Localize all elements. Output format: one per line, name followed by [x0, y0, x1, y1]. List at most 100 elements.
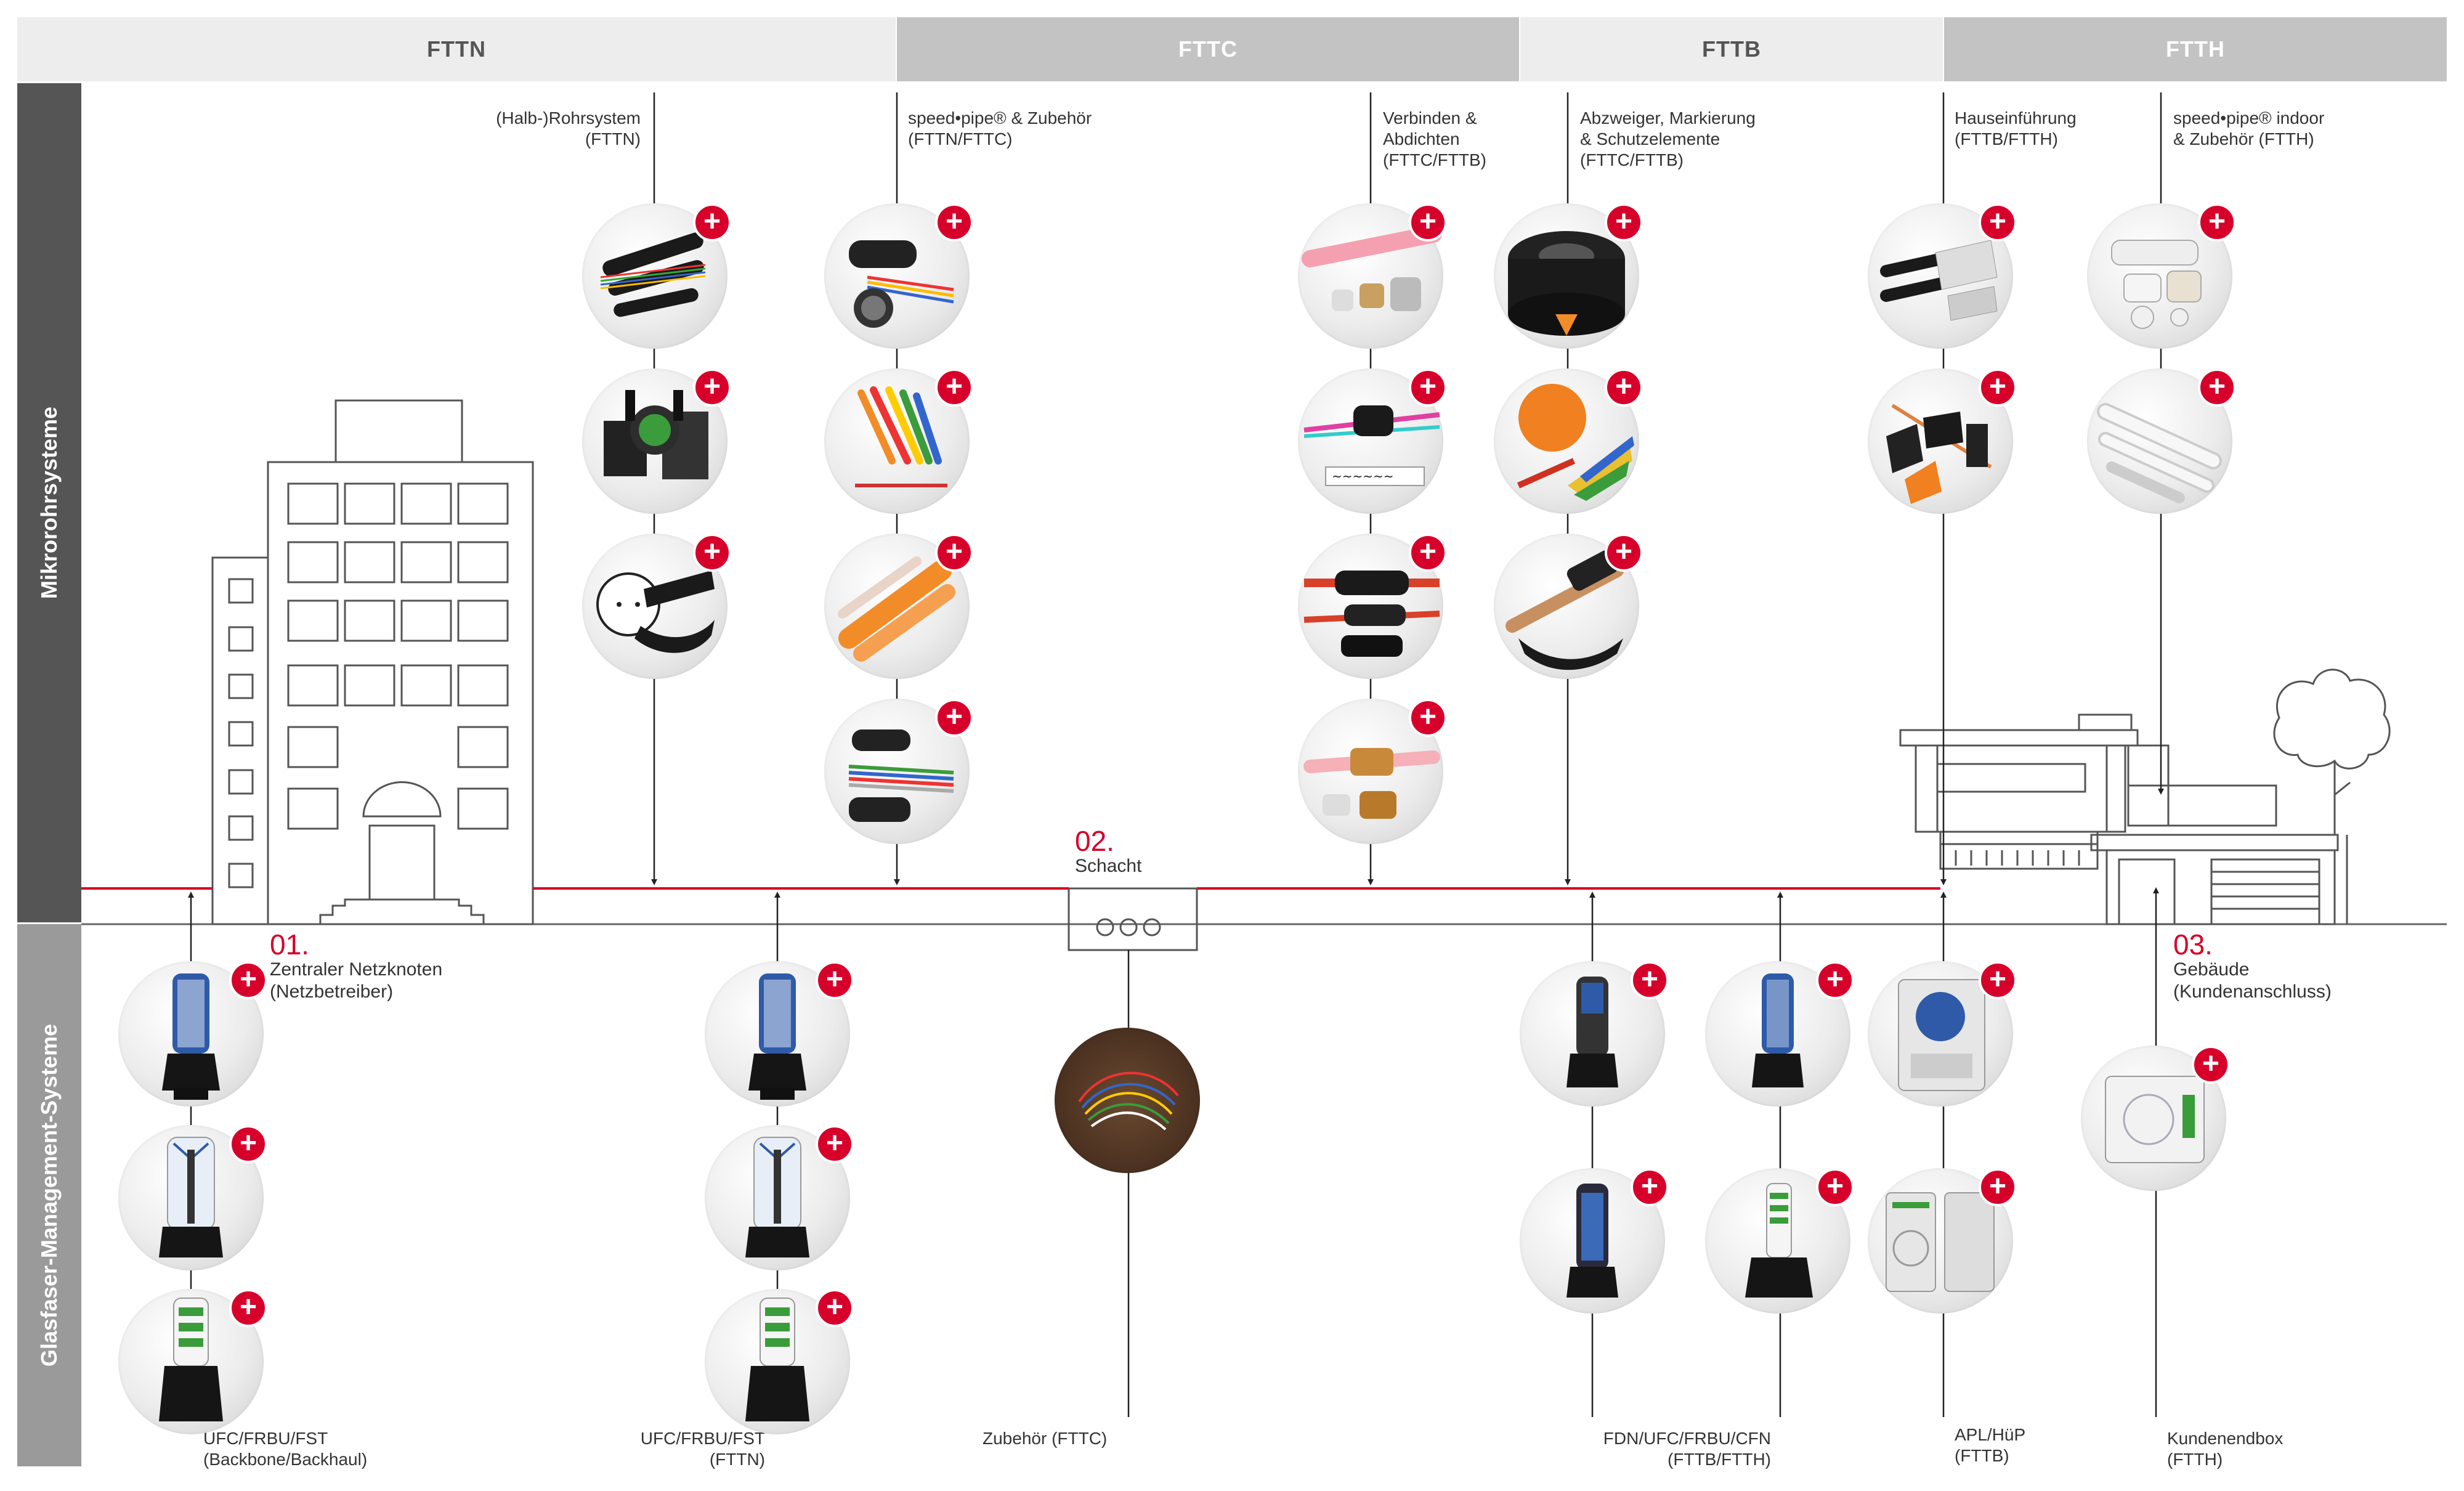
add-speedpipe-3-button[interactable]: + [935, 534, 973, 572]
add-halbrohr-2-button[interactable]: + [693, 368, 731, 407]
indoor-product-2[interactable]: + [2087, 368, 2236, 514]
schacht-product[interactable] [1055, 1028, 1200, 1173]
split-pipe-icon [596, 571, 715, 653]
add-verbinden-1-button[interactable]: + [1409, 203, 1447, 242]
abzweiger-product-3[interactable]: + [1494, 534, 1643, 679]
add-ufc2-2-button[interactable]: + [816, 1125, 854, 1163]
band-ftth[interactable]: FTTH [1944, 17, 2447, 81]
add-halbrohr-1-button[interactable]: + [693, 203, 731, 242]
add-verbinden-3-button[interactable]: + [1409, 534, 1447, 572]
white-pipes-icon [2097, 403, 2222, 503]
band-fttc[interactable]: FTTC [897, 17, 1519, 81]
label-kundenendbox: Kundenendbox (FTTH) [2167, 1429, 2284, 1469]
add-speedpipe-4-button[interactable]: + [935, 699, 973, 737]
clear-closure-icon [159, 1137, 223, 1257]
tray-closure-icon [1566, 1184, 1618, 1298]
add-indoor-1-button[interactable]: + [2198, 203, 2236, 242]
add-kundenendbox-button[interactable]: + [2192, 1046, 2230, 1084]
ufc2-product-1[interactable]: + [705, 961, 854, 1107]
verbinden-product-4[interactable]: + [1298, 699, 1447, 844]
band-fttn[interactable]: FTTN [17, 17, 896, 81]
add-hauseinfuehrung-2-button[interactable]: + [1979, 368, 2017, 407]
add-speedpipe-2-button[interactable]: + [935, 368, 973, 407]
halbrohr-product-3[interactable]: + [582, 534, 731, 679]
add-speedpipe-1-button[interactable]: + [935, 203, 973, 242]
splice-closure-icon [159, 1298, 223, 1421]
orange-pipes-icon [838, 556, 955, 662]
blue-closure-icon [748, 973, 806, 1100]
label-verbinden: Verbinden & Abdichten (FTTC/FTTB) [1383, 108, 1486, 169]
black-coupler-icon [1303, 571, 1440, 657]
ufc2-product-2[interactable]: + [705, 1125, 854, 1270]
add-verbinden-4-button[interactable]: + [1409, 699, 1447, 737]
label-hauseinfuehrung: Hauseinführung (FTTB/FTTH) [1955, 108, 2077, 148]
fdn-product-4[interactable]: + [1705, 1168, 1854, 1314]
add-abzweiger-3-button[interactable]: + [1605, 534, 1643, 572]
fdn-product-1[interactable]: + [1520, 961, 1669, 1107]
add-verbinden-2-button[interactable]: + [1409, 368, 1447, 407]
label-speedpipe-indoor: speed•pipe® indoor & Zubehör (FTTH) [2173, 108, 2325, 148]
apl-product-1[interactable]: + [1868, 961, 2017, 1107]
add-abzweiger-2-button[interactable]: + [1605, 368, 1643, 407]
add-fdn-3-button[interactable]: + [1631, 1168, 1669, 1206]
verbinden-product-1[interactable]: + [1298, 203, 1447, 349]
manhole-photo-icon [1078, 1071, 1179, 1131]
dark-closure-icon [1566, 977, 1618, 1087]
svg-text:~~~~~~: ~~~~~~ [1332, 469, 1394, 484]
ufc1-product-3[interactable]: + [118, 1289, 267, 1434]
green-connector-icon [604, 390, 708, 479]
add-fdn-1-button[interactable]: + [1631, 961, 1669, 999]
blue-closure-icon [162, 973, 220, 1100]
splice-closure-icon [745, 1298, 809, 1421]
entry-sleeve-icon [1886, 404, 1992, 504]
ufc1-product-2[interactable]: + [118, 1125, 267, 1270]
verbinden-product-3[interactable]: + [1298, 534, 1447, 679]
pipe-clamp-icon [848, 729, 954, 822]
customer-box-icon [2105, 1076, 2205, 1163]
black-hub-icon [1508, 231, 1625, 336]
add-hauseinfuehrung-1-button[interactable]: + [1979, 203, 2017, 242]
label-speedpipe: speed•pipe® & Zubehör (FTTN/FTTC) [908, 108, 1092, 148]
speedpipe-product-4[interactable]: + [824, 699, 973, 844]
add-fdn-4-button[interactable]: + [1816, 1168, 1854, 1206]
orange-ball-marker-icon [1517, 384, 1634, 501]
hauseinfuehrung-product-1[interactable]: + [1868, 203, 2017, 349]
add-fdn-2-button[interactable]: + [1816, 961, 1854, 999]
halbrohr-product-2[interactable]: + [582, 368, 731, 514]
add-abzweiger-1-button[interactable]: + [1605, 203, 1643, 242]
hauseinfuehrung-product-2[interactable]: + [1868, 368, 2017, 514]
node-number-01: 01. [270, 928, 309, 961]
abzweiger-product-2[interactable]: + [1494, 368, 1643, 514]
fdn-product-2[interactable]: + [1705, 961, 1854, 1107]
microduct-bundle-icon [849, 240, 954, 328]
ufc1-product-1[interactable]: + [118, 961, 267, 1107]
add-ufc2-1-button[interactable]: + [816, 961, 854, 999]
indoor-fittings-icon [2111, 240, 2202, 329]
add-ufc2-3-button[interactable]: + [816, 1289, 854, 1327]
halbrohr-product-1[interactable]: + [582, 203, 731, 349]
node-title-03: Gebäude (Kundenanschluss) [2173, 959, 2332, 1002]
ufc2-product-3[interactable]: + [705, 1289, 854, 1434]
indoor-product-1[interactable]: + [2087, 203, 2236, 349]
kundenendbox-product[interactable]: + [2081, 1046, 2230, 1191]
fdn-product-3[interactable]: + [1520, 1168, 1669, 1314]
speedpipe-product-3[interactable]: + [824, 534, 973, 679]
add-apl-2-button[interactable]: + [1979, 1168, 2017, 1206]
abzweiger-product-1[interactable]: + [1494, 203, 1643, 349]
verbinden-product-2[interactable]: ~~~~~~ + [1298, 368, 1447, 514]
add-indoor-2-button[interactable]: + [2198, 368, 2236, 407]
protection-element-icon [1506, 550, 1624, 670]
label-apl: APL/HüP (FTTB) [1955, 1425, 2026, 1465]
add-apl-1-button[interactable]: + [1979, 961, 2017, 999]
label-halbrohrsystem: (Halb-)Rohrsystem (FTTN) [496, 108, 641, 148]
node-title-01: Zentraler Netzknoten (Netzbetreiber) [270, 959, 443, 1002]
add-halbrohr-3-button[interactable]: + [693, 534, 731, 572]
apl-product-2[interactable]: + [1868, 1168, 2017, 1314]
speedpipe-product-1[interactable]: + [824, 203, 973, 349]
wall-box-blue-icon [1898, 979, 1985, 1091]
add-ufc1-2-button[interactable]: + [229, 1125, 267, 1163]
add-ufc1-3-button[interactable]: + [229, 1289, 267, 1327]
add-ufc1-1-button[interactable]: + [229, 961, 267, 999]
speedpipe-product-2[interactable]: + [824, 368, 973, 514]
band-fttb[interactable]: FTTB [1520, 17, 1943, 81]
